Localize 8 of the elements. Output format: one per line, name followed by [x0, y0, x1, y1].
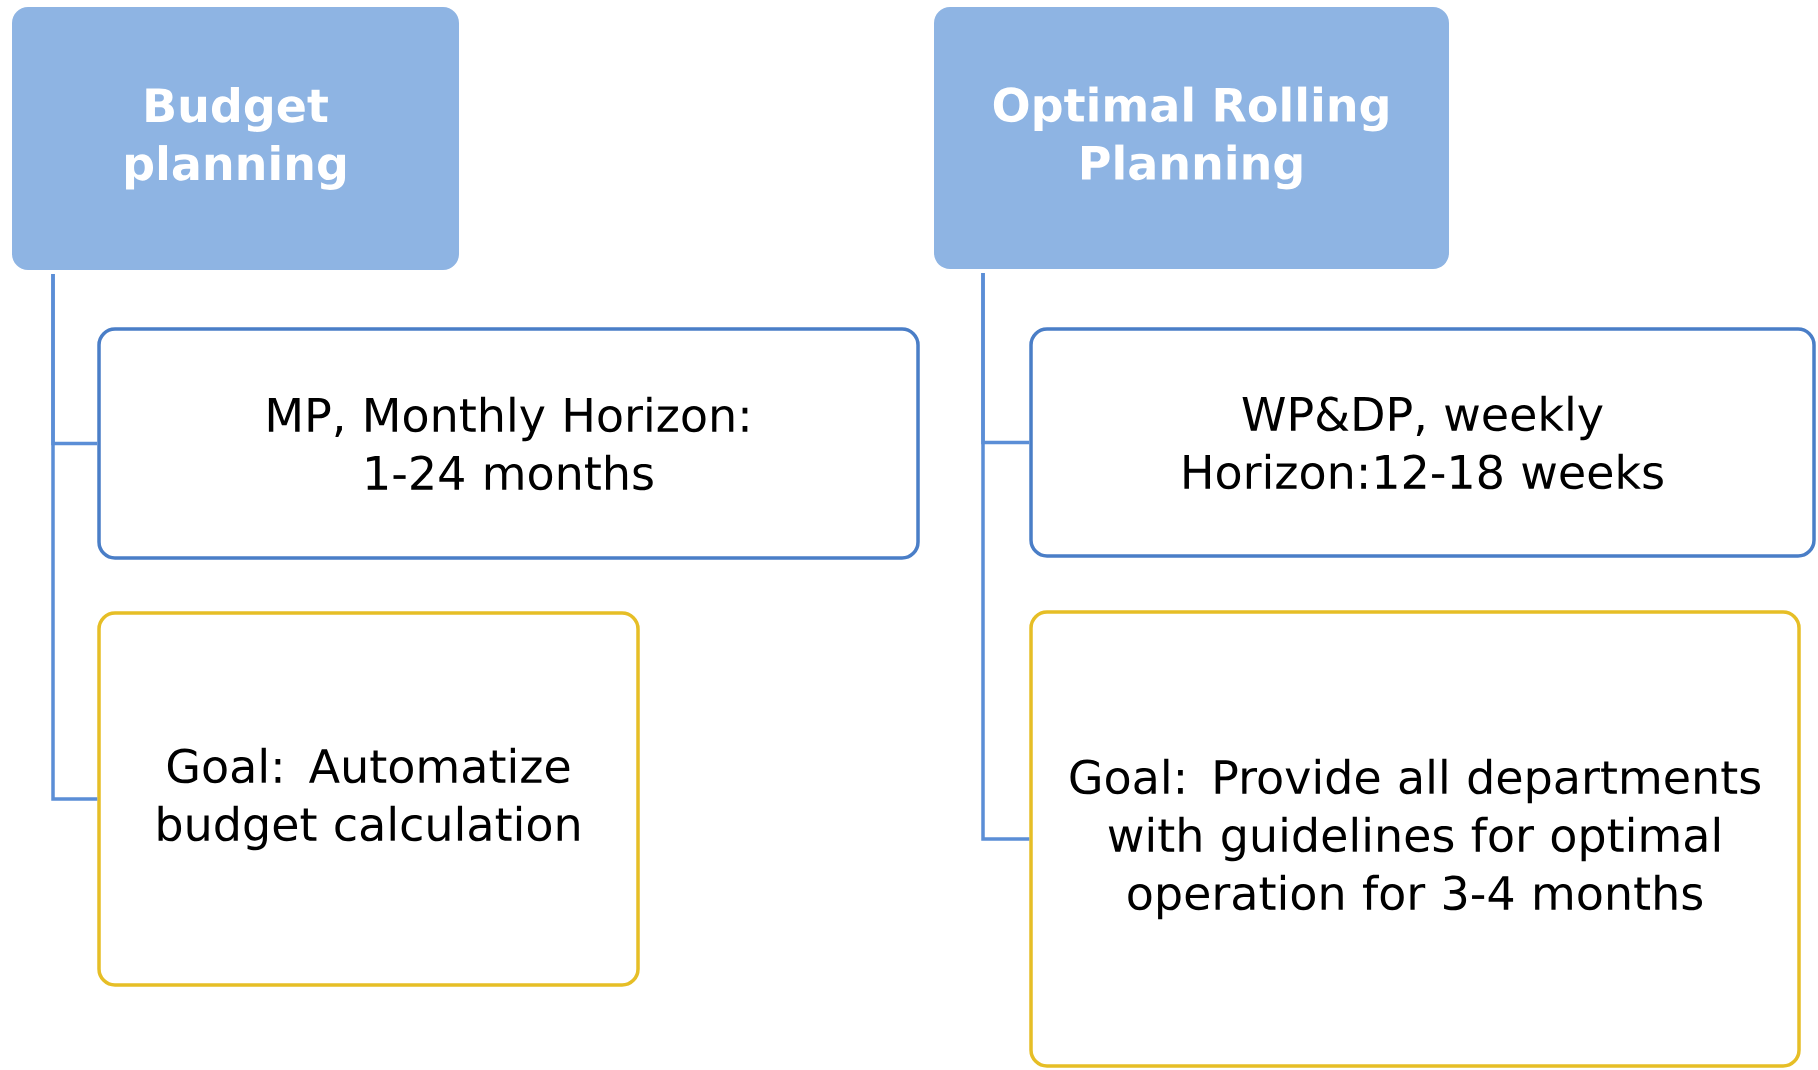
header-box: Budget planning [12, 7, 459, 270]
goal-box: Goal: Automatize budget calculation [97, 611, 640, 987]
connector-line [981, 273, 1030, 841]
goal-box: Goal: Provide all departments with guidelines for optimal operation for 3-4 months [1029, 610, 1801, 1068]
connector-line [51, 274, 98, 801]
info-box: MP, Monthly Horizon: 1-24 months [97, 327, 920, 560]
header-box: Optimal Rolling Planning [934, 7, 1449, 269]
info-box: WP&DP, weekly Horizon:12-18 weeks [1029, 327, 1816, 558]
